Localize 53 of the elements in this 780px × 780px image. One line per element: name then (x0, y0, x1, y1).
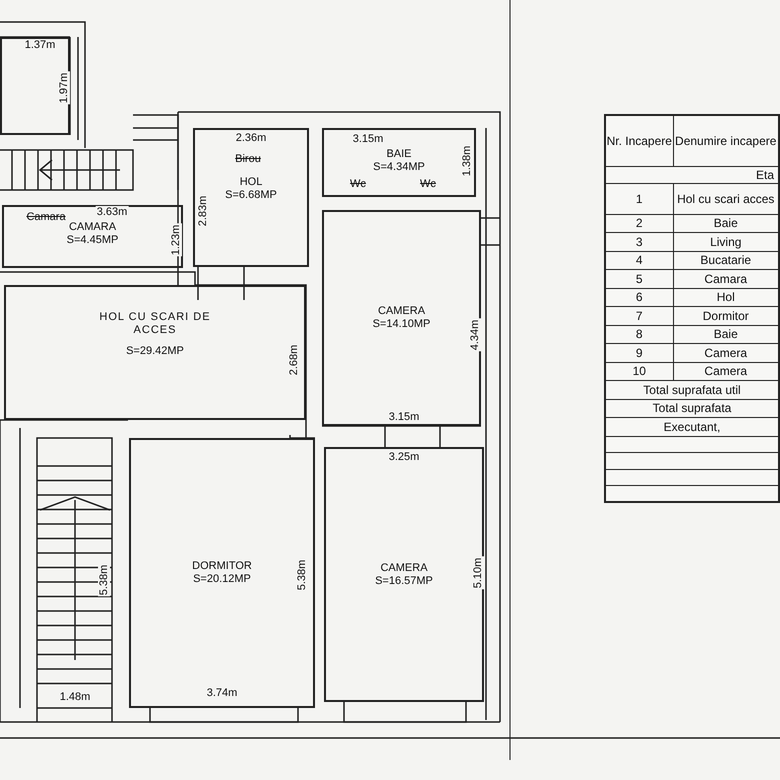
table-cell: 10 (605, 362, 673, 380)
room-area: S=29.42MP (126, 345, 184, 358)
dimension-label: 1.97m (58, 72, 70, 104)
room-name: CAMERA (378, 305, 426, 318)
table-cell: 6 (605, 288, 673, 306)
dimension-label: 3.15m (352, 133, 384, 145)
dimension-label: 4.34m (469, 318, 481, 352)
room-area: S=14.10MP (372, 318, 430, 331)
dimension-label: 2.36m (234, 132, 268, 144)
room-area: S=4.34MP (373, 161, 425, 174)
room (193, 128, 309, 267)
room-area: S=20.12MP (193, 573, 251, 586)
room-name: HOL (240, 176, 262, 189)
room-name: BAIE (386, 148, 412, 161)
table-cell: 9 (605, 344, 673, 362)
table-cell: 8 (605, 325, 673, 344)
dimension-label: 1.48m (58, 691, 92, 703)
dimension-label: 3.25m (388, 451, 420, 463)
dimension-label: 2.83m (197, 194, 209, 228)
dimension-label: 3.15m (388, 411, 420, 423)
room (4, 285, 306, 420)
table-cell: 3 (605, 232, 673, 251)
table-cell: 1 (605, 183, 673, 214)
room-area: S=6.68MP (225, 189, 277, 202)
dimension-label: 1.23m (170, 224, 182, 256)
table-cell: 2 (605, 214, 673, 232)
struck-room-name: Wc (419, 178, 437, 190)
room (2, 205, 183, 268)
dimension-label: 5.38m (98, 564, 110, 596)
struck-room-name: Wc (349, 178, 367, 190)
room (322, 128, 476, 197)
room (129, 438, 315, 708)
room-area: S=4.45MP (66, 234, 118, 247)
room-name: DORMITOR (192, 560, 252, 573)
dimension-label: 3.63m (96, 206, 128, 218)
table-cell: 7 (605, 306, 673, 325)
struck-room-name: Camara (25, 211, 67, 223)
room-name: HOL CU SCARI DE ACCES (98, 311, 212, 337)
table-cell: 5 (605, 270, 673, 288)
dimension-label: 2.68m (288, 344, 300, 376)
dimension-label: 3.74m (206, 687, 238, 699)
dimension-label: 5.10m (472, 556, 484, 590)
room-name: CAMARA (68, 221, 116, 234)
room (324, 447, 484, 702)
dimension-label: 1.37m (24, 39, 56, 51)
room (322, 210, 481, 426)
struck-room-name: Birou (234, 153, 262, 165)
dimension-label: 5.38m (296, 558, 308, 592)
dimension-label: 1.38m (461, 144, 473, 178)
table-cell: 4 (605, 251, 673, 270)
room-name: CAMERA (380, 562, 428, 574)
room-area: S=16.57MP (375, 574, 433, 588)
table-header-cell: Nr. Incapere (605, 115, 673, 166)
